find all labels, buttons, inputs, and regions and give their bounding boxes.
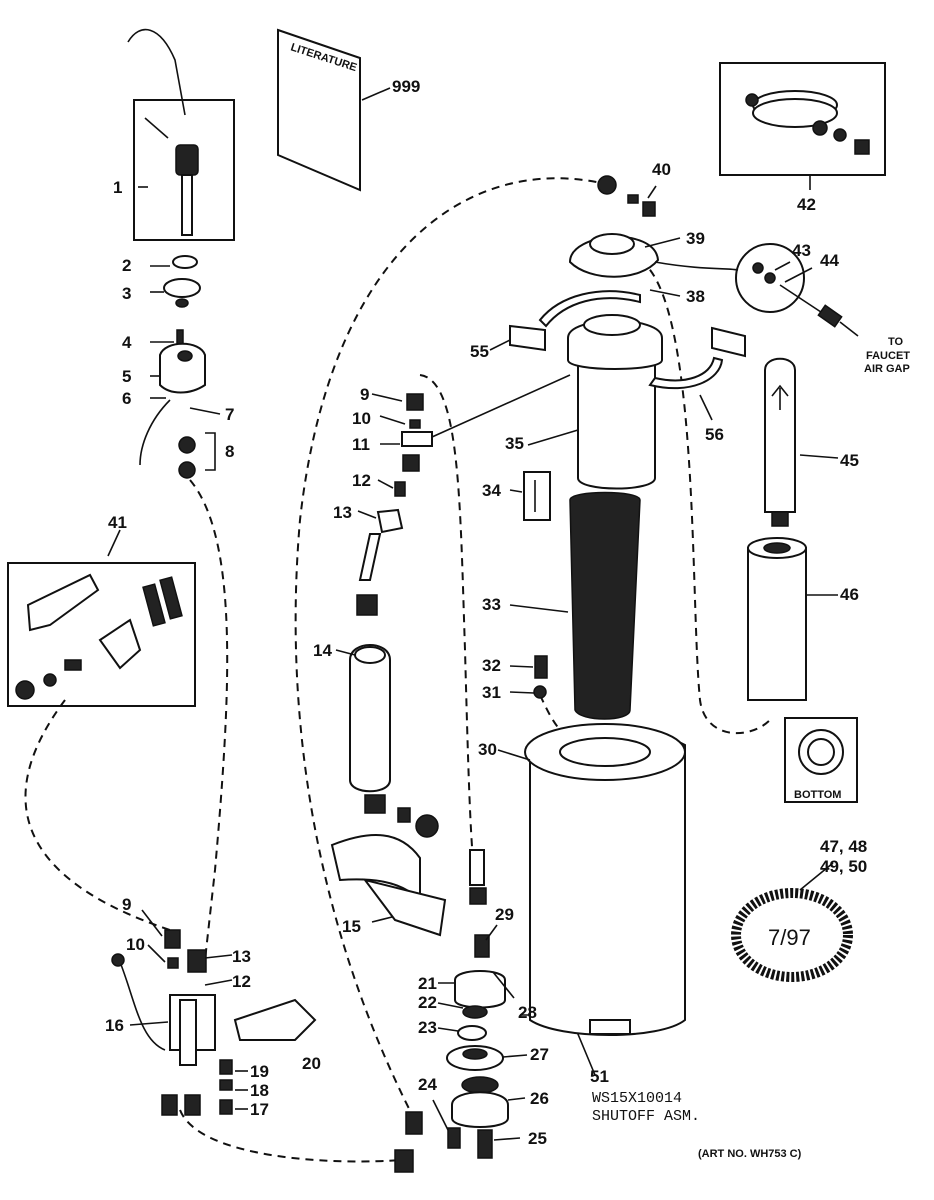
label-41: 41 xyxy=(108,513,127,532)
label-14: 14 xyxy=(313,641,332,660)
label-34: 34 xyxy=(482,481,501,500)
label-12-lower: 12 xyxy=(232,972,251,991)
label-35: 35 xyxy=(505,434,524,453)
label-999: 999 xyxy=(392,77,420,96)
faucet-kit-box xyxy=(133,99,235,241)
washer xyxy=(172,255,198,269)
label-38: 38 xyxy=(686,287,705,306)
label-18: 18 xyxy=(250,1081,269,1100)
base-plate xyxy=(163,278,201,298)
label-33: 33 xyxy=(482,595,501,614)
label-19: 19 xyxy=(250,1062,269,1081)
label-40: 40 xyxy=(652,160,671,179)
air-gap-line-3: AIR GAP xyxy=(864,363,910,375)
label-49-50: 49, 50 xyxy=(820,857,867,876)
label-5: 5 xyxy=(122,367,131,386)
o-ring-set xyxy=(731,862,853,982)
label-27: 27 xyxy=(530,1045,549,1064)
tubing-lines xyxy=(24,177,771,1163)
label-26: 26 xyxy=(530,1089,549,1108)
check-valve xyxy=(534,655,548,679)
label-1: 1 xyxy=(113,178,122,197)
housing-35 xyxy=(577,329,656,490)
label-15: 15 xyxy=(342,917,361,936)
air-gap-fitting xyxy=(654,243,859,337)
bottom-view xyxy=(784,717,858,803)
label-21: 21 xyxy=(418,974,437,993)
label-12-upper: 12 xyxy=(352,471,371,490)
label-45: 45 xyxy=(840,451,859,470)
date-code: 7/97 xyxy=(768,925,811,950)
label-29: 29 xyxy=(495,905,514,924)
main-housing xyxy=(497,314,686,1036)
mounting-bracket xyxy=(330,834,447,937)
label-6: 6 xyxy=(122,389,131,408)
bracket-kit xyxy=(7,529,196,707)
label-23: 23 xyxy=(418,1018,437,1037)
label-4: 4 xyxy=(122,333,132,352)
literature-booklet xyxy=(277,28,391,192)
label-9-lower: 9 xyxy=(122,895,131,914)
clamp-kit-box xyxy=(719,62,886,190)
air-gap-line-1: TO xyxy=(888,336,904,348)
filter-sump xyxy=(569,491,641,720)
label-46: 46 xyxy=(840,585,859,604)
label-28: 28 xyxy=(518,1003,537,1022)
label-47-48: 47, 48 xyxy=(820,837,867,856)
faucet-air-gap-note: TO FAUCET AIR GAP xyxy=(864,336,910,375)
cap-and-clamps xyxy=(489,175,746,421)
filter-cartridges xyxy=(747,357,839,701)
label-2: 2 xyxy=(122,256,131,275)
label-51: 51 xyxy=(590,1067,609,1086)
upper-fittings xyxy=(357,374,571,581)
label-17: 17 xyxy=(250,1100,269,1119)
label-42: 42 xyxy=(797,195,816,214)
bottom-label: BOTTOM xyxy=(794,789,841,801)
part-number-labels: 1 2 3 4 5 6 7 8 9 10 11 12 13 14 15 9 10… xyxy=(105,77,867,1148)
label-32: 32 xyxy=(482,656,501,675)
label-7: 7 xyxy=(225,405,234,424)
lower-valve xyxy=(111,909,317,1116)
label-20: 20 xyxy=(302,1054,321,1073)
faucet-stem xyxy=(181,174,193,236)
label-9-upper: 9 xyxy=(360,385,369,404)
shutoff-part-number: WS15X10014 xyxy=(592,1090,682,1107)
label-card xyxy=(523,471,551,521)
label-31: 31 xyxy=(482,683,501,702)
label-11: 11 xyxy=(352,435,370,454)
label-22: 22 xyxy=(418,993,437,1012)
label-16: 16 xyxy=(105,1016,124,1035)
label-13-lower: 13 xyxy=(232,947,251,966)
label-13-upper: 13 xyxy=(333,503,352,522)
label-24: 24 xyxy=(418,1075,437,1094)
faucet-body xyxy=(175,144,199,176)
shutoff-description: SHUTOFF ASM. xyxy=(592,1108,700,1125)
label-8: 8 xyxy=(225,442,234,461)
label-3: 3 xyxy=(122,284,131,303)
label-43: 43 xyxy=(792,241,811,260)
faucet-assembly xyxy=(127,28,235,479)
art-number: (ART NO. WH753 C) xyxy=(698,1148,802,1160)
escutcheon xyxy=(159,342,206,394)
label-39: 39 xyxy=(686,229,705,248)
shutoff-assembly-parts xyxy=(394,849,596,1173)
label-25: 25 xyxy=(528,1129,547,1148)
label-56: 56 xyxy=(705,425,724,444)
label-10-upper: 10 xyxy=(352,409,371,428)
label-30: 30 xyxy=(478,740,497,759)
label-55: 55 xyxy=(470,342,489,361)
air-gap-line-2: FAUCET xyxy=(866,350,910,362)
label-44: 44 xyxy=(820,251,839,270)
carbon-cartridge xyxy=(335,594,439,838)
label-10-lower: 10 xyxy=(126,935,145,954)
